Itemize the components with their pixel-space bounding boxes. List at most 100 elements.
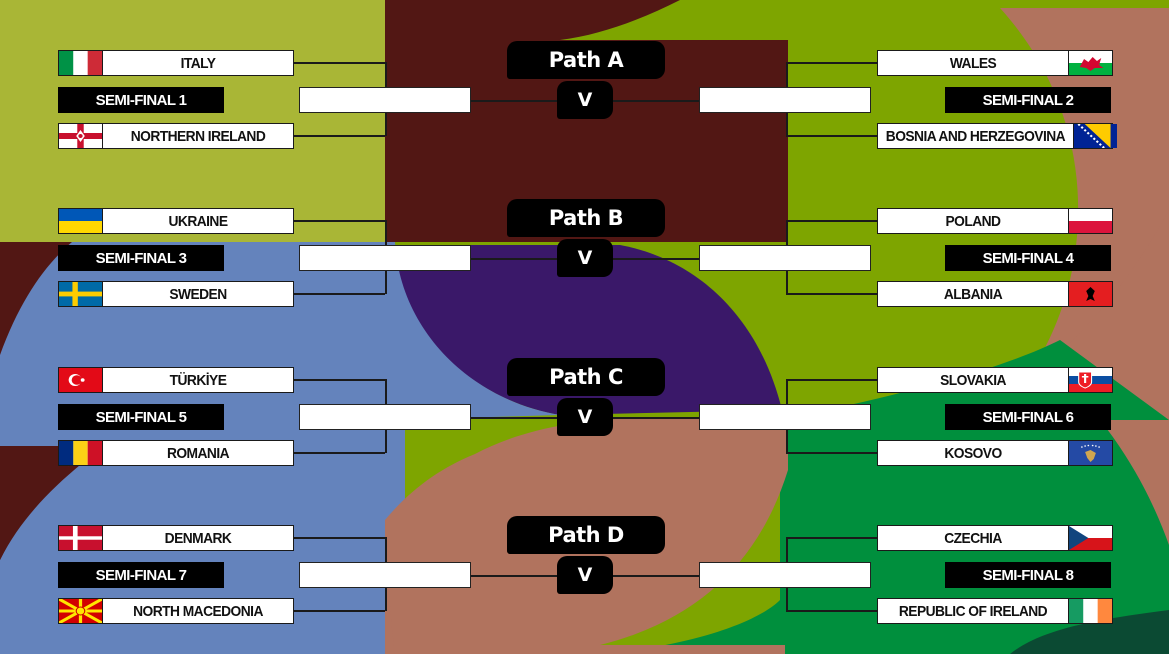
romania-flag-icon bbox=[59, 441, 103, 465]
bracket-connector bbox=[294, 293, 385, 295]
bg-maroon-center bbox=[385, 0, 788, 242]
team-kosovo[interactable]: KOSOVO bbox=[877, 440, 1113, 466]
team-sweden[interactable]: SWEDEN bbox=[58, 281, 294, 307]
team-wales[interactable]: WALES bbox=[877, 50, 1113, 76]
bracket-connector bbox=[786, 379, 877, 381]
semi-final-label: SEMI-FINAL 1 bbox=[58, 87, 224, 113]
semi-final-label: SEMI-FINAL 2 bbox=[945, 87, 1111, 113]
team-slovakia[interactable]: SLOVAKIA bbox=[877, 367, 1113, 393]
semi-final-label: SEMI-FINAL 7 bbox=[58, 562, 224, 588]
versus-badge: V bbox=[557, 556, 613, 594]
final-connector bbox=[612, 417, 699, 419]
semi-final-label: SEMI-FINAL 8 bbox=[945, 562, 1111, 588]
bracket-connector bbox=[786, 293, 877, 295]
team-poland[interactable]: POLAND bbox=[877, 208, 1113, 234]
team-name: KOSOVO bbox=[944, 444, 1002, 462]
denmark-flag-icon bbox=[59, 526, 103, 550]
italy-flag-icon bbox=[59, 51, 103, 75]
team-denmark[interactable]: DENMARK bbox=[58, 525, 294, 551]
bracket-connector bbox=[294, 135, 385, 137]
bg-purple-center bbox=[390, 245, 782, 415]
team-name: SLOVAKIA bbox=[940, 371, 1006, 389]
team-name: UKRAINE bbox=[168, 212, 228, 230]
final-connector bbox=[612, 100, 699, 102]
bracket-connector bbox=[786, 537, 877, 539]
versus-badge: V bbox=[557, 239, 613, 277]
bg-blue-center bbox=[385, 242, 560, 420]
bracket-connector bbox=[786, 135, 877, 137]
team-czechia[interactable]: CZECHIA bbox=[877, 525, 1113, 551]
bg-maroon-left-lower bbox=[0, 446, 90, 560]
team-name: TÜRKİYE bbox=[169, 371, 227, 389]
semi-final-winner-slot[interactable] bbox=[699, 245, 871, 271]
semi-final-winner-slot[interactable] bbox=[299, 562, 471, 588]
team-name: REPUBLIC OF IRELAND bbox=[898, 602, 1048, 620]
sweden-flag-icon bbox=[59, 282, 103, 306]
team-name: POLAND bbox=[945, 212, 1002, 230]
bracket-connector bbox=[786, 220, 877, 222]
kosovo-flag-icon bbox=[1068, 441, 1112, 465]
semi-final-label: SEMI-FINAL 6 bbox=[945, 404, 1111, 430]
semi-final-winner-slot[interactable] bbox=[299, 87, 471, 113]
team-name: ITALY bbox=[180, 54, 216, 72]
turkiye-flag-icon bbox=[59, 368, 103, 392]
bracket-connector bbox=[786, 62, 877, 64]
bg-salmon-left-edge bbox=[385, 520, 395, 654]
team-north-macedonia[interactable]: NORTH MACEDONIA bbox=[58, 598, 294, 624]
final-connector bbox=[471, 100, 557, 102]
team-name: SWEDEN bbox=[169, 285, 227, 303]
bg-salmon-right-lower bbox=[1100, 420, 1169, 545]
north-macedonia-flag-icon bbox=[59, 599, 103, 623]
czechia-flag-icon bbox=[1068, 526, 1112, 550]
bracket-connector bbox=[294, 537, 385, 539]
team-albania[interactable]: ALBANIA bbox=[877, 281, 1113, 307]
versus-badge: V bbox=[557, 81, 613, 119]
wales-flag-icon bbox=[1068, 51, 1112, 75]
bracket-connector bbox=[786, 610, 877, 612]
bracket-connector bbox=[294, 452, 385, 454]
team-italy[interactable]: ITALY bbox=[58, 50, 294, 76]
team-name: ALBANIA bbox=[943, 285, 1003, 303]
poland-flag-icon bbox=[1068, 209, 1112, 233]
bracket-connector bbox=[786, 452, 877, 454]
team-name: CZECHIA bbox=[944, 529, 1002, 547]
slovakia-flag-icon bbox=[1068, 368, 1112, 392]
bracket-connector bbox=[294, 220, 385, 222]
bracket-connector bbox=[294, 610, 385, 612]
team-ireland[interactable]: REPUBLIC OF IRELAND bbox=[877, 598, 1113, 624]
bosnia-flag-icon bbox=[1072, 124, 1117, 148]
team-name: WALES bbox=[949, 54, 997, 72]
path-label: Path C bbox=[507, 358, 665, 396]
northern-ireland-flag-icon bbox=[59, 124, 103, 148]
path-label: Path D bbox=[507, 516, 665, 554]
team-romania[interactable]: ROMANIA bbox=[58, 440, 294, 466]
final-connector bbox=[471, 575, 557, 577]
bracket-connector bbox=[294, 62, 385, 64]
semi-final-winner-slot[interactable] bbox=[699, 562, 871, 588]
final-connector bbox=[612, 258, 699, 260]
team-name: BOSNIA AND HERZEGOVINA bbox=[885, 127, 1066, 145]
team-turkiye[interactable]: TÜRKİYE bbox=[58, 367, 294, 393]
team-ukraine[interactable]: UKRAINE bbox=[58, 208, 294, 234]
team-bosnia[interactable]: BOSNIA AND HERZEGOVINA bbox=[877, 123, 1117, 149]
ireland-flag-icon bbox=[1068, 599, 1112, 623]
semi-final-winner-slot[interactable] bbox=[699, 404, 871, 430]
final-connector bbox=[612, 575, 699, 577]
final-connector bbox=[471, 258, 557, 260]
semi-final-winner-slot[interactable] bbox=[299, 404, 471, 430]
bracket-connector bbox=[294, 379, 385, 381]
semi-final-winner-slot[interactable] bbox=[699, 87, 871, 113]
team-name: ROMANIA bbox=[166, 444, 230, 462]
bg-dark-green bbox=[1010, 610, 1169, 654]
semi-final-label: SEMI-FINAL 5 bbox=[58, 404, 224, 430]
bg-salmon-right bbox=[990, 210, 1169, 420]
path-label: Path B bbox=[507, 199, 665, 237]
path-label: Path A bbox=[507, 41, 665, 79]
team-northern-ireland[interactable]: NORTHERN IRELAND bbox=[58, 123, 294, 149]
semi-final-winner-slot[interactable] bbox=[299, 245, 471, 271]
versus-badge: V bbox=[557, 398, 613, 436]
albania-flag-icon bbox=[1068, 282, 1112, 306]
semi-final-label: SEMI-FINAL 4 bbox=[945, 245, 1111, 271]
team-name: NORTH MACEDONIA bbox=[133, 602, 263, 620]
bg-olive bbox=[0, 0, 385, 242]
